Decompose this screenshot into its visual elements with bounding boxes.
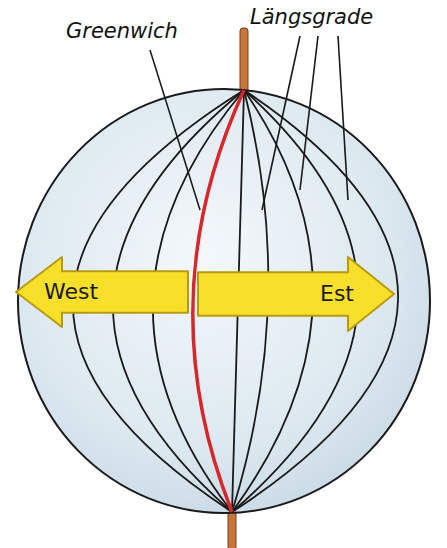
direction-arrow: West (14, 255, 190, 329)
callout-label: Greenwich (66, 20, 178, 43)
callout-label: Längsgrade (250, 6, 373, 29)
arrow-label: Est (320, 282, 354, 306)
arrow-label: West (44, 280, 98, 304)
direction-arrow: Est (196, 255, 396, 333)
arrow-shape (196, 255, 396, 333)
arrow-shape (14, 255, 190, 329)
